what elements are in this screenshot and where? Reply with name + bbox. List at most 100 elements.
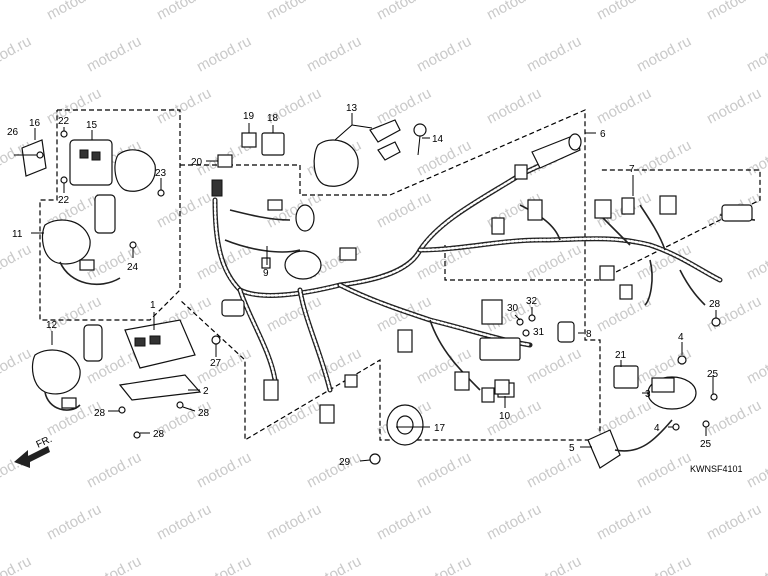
watermark-text: motod.ru <box>414 137 474 180</box>
watermark-text: motod.ru <box>374 85 434 128</box>
watermark-text: motod.ru <box>484 0 544 24</box>
watermark-text: motod.ru <box>264 0 324 24</box>
callout-29: 29 <box>339 457 351 468</box>
harness-clamp <box>557 321 575 343</box>
relay-20 <box>217 154 233 168</box>
callout-31: 31 <box>533 327 545 338</box>
callout-27: 27 <box>210 358 222 369</box>
callout-28-mid: 28 <box>198 408 210 419</box>
watermark-text: motod.ru <box>0 241 34 284</box>
watermark-text: motod.ru <box>84 553 144 576</box>
callout-22-top: 22 <box>58 116 70 127</box>
watermark-text: motod.ru <box>304 553 364 576</box>
callout-24: 24 <box>127 262 139 273</box>
watermark-text: motod.ru <box>744 345 768 388</box>
watermark-text: motod.ru <box>264 293 324 336</box>
switch-housing-right <box>31 324 103 411</box>
watermark-text: motod.ru <box>194 33 254 76</box>
watermark-text: motod.ru <box>524 33 584 76</box>
watermark-text: motod.ru <box>264 501 324 544</box>
watermark-text: motod.ru <box>194 449 254 492</box>
watermark-text: motod.ru <box>374 0 434 24</box>
callout-26: 26 <box>7 127 19 138</box>
watermark-text: motod.ru <box>484 85 544 128</box>
watermark-text: motod.ru <box>374 293 434 336</box>
watermark-text: motod.ru <box>634 449 694 492</box>
callout-19: 19 <box>243 111 255 122</box>
watermark-text: motod.ru <box>744 553 768 576</box>
callout-16: 16 <box>29 118 41 129</box>
ignition-switch <box>313 119 401 187</box>
watermark-text: motod.ru <box>0 33 34 76</box>
callout-10: 10 <box>499 411 511 422</box>
mounting-plate <box>118 374 202 401</box>
watermark-text: motod.ru <box>0 553 34 576</box>
watermark-text: motod.ru <box>524 241 584 284</box>
watermark-text: motod.ru <box>154 85 214 128</box>
watermark-text: motod.ru <box>744 449 768 492</box>
ignition-coil <box>647 376 697 410</box>
control-unit <box>124 319 196 369</box>
watermark-text: motod.ru <box>594 501 654 544</box>
watermark-text: motod.ru <box>374 501 434 544</box>
callout-28-left: 28 <box>94 408 106 419</box>
watermark-text: motod.ru <box>0 449 34 492</box>
watermark-text: motod.ru <box>704 0 764 24</box>
callout-1: 1 <box>150 300 156 311</box>
callout-25-top: 25 <box>707 369 719 380</box>
watermark-text: motod.ru <box>304 449 364 492</box>
callout-2: 2 <box>203 386 209 397</box>
watermark-text: motod.ru <box>154 501 214 544</box>
callout-30: 30 <box>507 303 519 314</box>
relay-unit <box>613 365 639 389</box>
relay-18 <box>261 132 285 156</box>
leader-lines <box>14 113 717 462</box>
watermark-text: motod.ru <box>194 553 254 576</box>
callout-32: 32 <box>526 296 538 307</box>
callout-25-bottom: 25 <box>700 439 712 450</box>
connector-10 <box>494 379 510 395</box>
callout-7: 7 <box>629 164 635 175</box>
spark-plug-cap <box>587 419 673 469</box>
watermark-text: motod.ru <box>414 553 474 576</box>
callout-4-bottom: 4 <box>654 423 660 434</box>
watermark-text: motod.ru <box>634 33 694 76</box>
callout-28-bottom: 28 <box>153 429 165 440</box>
callout-28-right: 28 <box>709 299 721 310</box>
group-box-switch <box>39 109 181 321</box>
watermark-text: motod.ru <box>484 501 544 544</box>
callout-9: 9 <box>263 268 269 279</box>
callout-17: 17 <box>434 423 446 434</box>
watermark-text: motod.ru <box>634 553 694 576</box>
watermark-text: motod.ru <box>594 85 654 128</box>
switch-body <box>69 139 156 192</box>
watermark-text: motod.ru <box>484 397 544 440</box>
callout-5: 5 <box>569 443 575 454</box>
callout-14: 14 <box>432 134 444 145</box>
callout-8: 8 <box>586 329 592 340</box>
callout-23: 23 <box>155 168 167 179</box>
callout-11: 11 <box>12 229 23 240</box>
group-box-harness-main <box>179 109 601 442</box>
watermark-text: motod.ru <box>704 397 764 440</box>
watermark-text: motod.ru <box>524 553 584 576</box>
key <box>413 123 427 156</box>
callout-21: 21 <box>615 350 627 361</box>
watermark-text: motod.ru <box>264 397 324 440</box>
watermark-text: motod.ru <box>0 345 34 388</box>
watermark-text: motod.ru <box>594 0 654 24</box>
watermark-text: motod.ru <box>524 449 584 492</box>
watermark-text: motod.ru <box>634 137 694 180</box>
watermark-text: motod.ru <box>704 85 764 128</box>
watermark-text: motod.ru <box>704 501 764 544</box>
watermark-text: motod.ru <box>44 0 104 24</box>
switch-housing-left <box>41 194 121 286</box>
horn <box>386 404 424 446</box>
main-wire-harness <box>211 133 756 424</box>
watermark-text: motod.ru <box>744 241 768 284</box>
watermark-text: motod.ru <box>84 449 144 492</box>
watermark-text: motod.ru <box>84 33 144 76</box>
